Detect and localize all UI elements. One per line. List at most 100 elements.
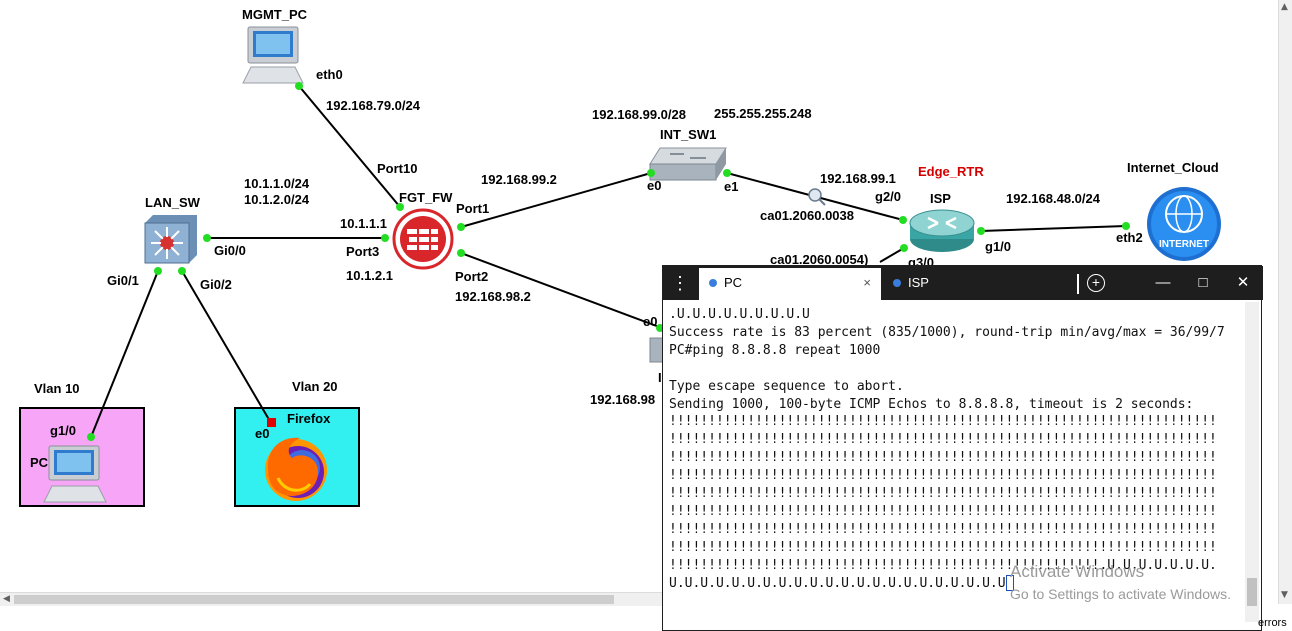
link-fw-intsw bbox=[460, 172, 652, 228]
terminal-line-text: U.U.U.U.U.U.U.U.U.U.U.U.U.U.U.U.U.U.U.U.… bbox=[669, 575, 1006, 591]
scroll-left-icon[interactable]: ◀ bbox=[3, 594, 10, 604]
firefox-icon[interactable] bbox=[265, 437, 327, 501]
terminal-line bbox=[669, 360, 1239, 378]
links bbox=[90, 85, 1127, 438]
minimize-button[interactable]: — bbox=[1155, 274, 1171, 291]
capture-label-2: ca01.2060.0054) bbox=[770, 252, 869, 267]
terminal-cursor bbox=[1005, 575, 1014, 592]
console-titlebar[interactable]: ⋮ PC × ISP + — □ ✕ bbox=[663, 266, 1263, 300]
terminal-line: !!!!!!!!!!!!!!!!!!!!!!!!!!!!!!!!!!!!!!!!… bbox=[669, 450, 1217, 466]
capture-label-1: ca01.2060.0038 bbox=[760, 208, 854, 223]
tab-pc[interactable]: PC × bbox=[699, 268, 881, 300]
activate-windows-subtitle: Go to Settings to activate Windows. bbox=[1010, 586, 1231, 602]
link-mgmt-fw bbox=[298, 85, 401, 208]
tab-separator bbox=[1077, 274, 1079, 294]
pc-icon[interactable] bbox=[43, 445, 107, 503]
link-isp-lower bbox=[879, 247, 905, 263]
canvas-vertical-scrollbar[interactable]: ▲ ▼ bbox=[1278, 0, 1292, 604]
zone-label-vlan20: Vlan 20 bbox=[292, 379, 338, 394]
activate-windows-title: Activate Windows bbox=[1010, 562, 1145, 581]
ip-label-10-1-1-1: 10.1.1.1 bbox=[340, 216, 387, 231]
tab-close-icon[interactable]: × bbox=[863, 275, 871, 290]
ip-label-99-1: 192.168.99.1 bbox=[820, 171, 896, 186]
iface-label-g1-0-pc: g1/0 bbox=[50, 423, 77, 438]
iface-label-e0-lower: e0 bbox=[643, 314, 658, 329]
node-label-lower-partial: I bbox=[658, 370, 662, 385]
lan-switch-icon[interactable] bbox=[144, 215, 197, 264]
iface-label-g1-0-isp: g1/0 bbox=[985, 239, 1012, 254]
iface-label-gi0-2: Gi0/2 bbox=[200, 277, 232, 292]
int-switch-icon[interactable] bbox=[649, 147, 727, 181]
terminal-line: !!!!!!!!!!!!!!!!!!!!!!!!!!!!!!!!!!!!!!!!… bbox=[669, 432, 1217, 448]
maximize-button[interactable]: □ bbox=[1198, 274, 1208, 291]
node-label-pc: PC bbox=[30, 455, 49, 470]
tab-status-dot-icon bbox=[893, 278, 901, 287]
terminal-line: !!!!!!!!!!!!!!!!!!!!!!!!!!!!!!!!!!!!!!!!… bbox=[669, 503, 1217, 519]
terminal-line: !!!!!!!!!!!!!!!!!!!!!!!!!!!!!!!!!!!!!!!!… bbox=[669, 414, 1217, 430]
terminal-line: PC#ping 8.8.8.8 repeat 1000 bbox=[669, 342, 881, 358]
interface-marker-red bbox=[267, 418, 276, 427]
internet-text: INTERNET bbox=[1159, 239, 1209, 250]
subnet-label-99: 192.168.99.0/28 bbox=[592, 107, 686, 122]
ip-label-10-1-2-1: 10.1.2.1 bbox=[346, 268, 393, 283]
router-icon[interactable] bbox=[909, 209, 975, 252]
canvas-bottom-strip bbox=[0, 606, 662, 631]
terminal-line: Type escape sequence to abort. bbox=[669, 378, 904, 394]
link-fw-lower bbox=[460, 252, 663, 329]
zone-label-vlan10: Vlan 10 bbox=[34, 381, 80, 396]
iface-label-eth0: eth0 bbox=[316, 67, 343, 82]
new-tab-plus-icon[interactable]: + bbox=[1087, 274, 1105, 292]
terminal-line: !!!!!!!!!!!!!!!!!!!!!!!!!!!!!!!!!!!!!!!!… bbox=[669, 557, 1217, 573]
scroll-up-icon[interactable]: ▲ bbox=[1281, 2, 1288, 12]
mask-label: 255.255.255.248 bbox=[714, 106, 812, 121]
terminal-line: !!!!!!!!!!!!!!!!!!!!!!!!!!!!!!!!!!!!!!!!… bbox=[669, 521, 1217, 537]
iface-label-port10: Port10 bbox=[377, 161, 418, 176]
node-label-mgmt-pc: MGMT_PC bbox=[242, 7, 307, 22]
link-dots bbox=[87, 82, 1130, 441]
ip-label-98-2: 192.168.98.2 bbox=[455, 289, 531, 304]
subnet-label-10-1-2: 10.1.2.0/24 bbox=[244, 192, 310, 207]
tab-pc-label: PC bbox=[724, 275, 743, 290]
tab-isp-label: ISP bbox=[908, 275, 929, 290]
terminal-scroll-thumb[interactable] bbox=[1247, 578, 1257, 606]
iface-label-gi0-0: Gi0/0 bbox=[214, 243, 246, 258]
link-isp-cloud bbox=[980, 225, 1127, 232]
mgmt-pc-icon[interactable] bbox=[242, 26, 304, 84]
node-label-isp: ISP bbox=[930, 191, 951, 206]
iface-label-g2-0: g2/0 bbox=[875, 189, 902, 204]
node-label-int-sw1: INT_SW1 bbox=[660, 127, 717, 142]
link-lansw-ff bbox=[181, 270, 272, 424]
iface-label-e1-sw: e1 bbox=[724, 179, 739, 194]
ip-label-98-partial: 192.168.98 bbox=[590, 392, 656, 407]
iface-label-port2: Port2 bbox=[455, 269, 489, 284]
iface-label-eth2: eth2 bbox=[1116, 230, 1143, 245]
close-window-button[interactable]: ✕ bbox=[1236, 274, 1250, 291]
tab-status-dot-icon bbox=[709, 278, 717, 287]
errors-status[interactable]: errors bbox=[1258, 617, 1287, 629]
subnet-label-48: 192.168.48.0/24 bbox=[1006, 191, 1100, 206]
iface-label-port3: Port3 bbox=[346, 244, 380, 259]
terminal-line: Success rate is 83 percent (835/1000), r… bbox=[669, 324, 1225, 340]
terminal-line: !!!!!!!!!!!!!!!!!!!!!!!!!!!!!!!!!!!!!!!!… bbox=[669, 486, 1217, 502]
kebab-icon[interactable]: ⋮ bbox=[671, 273, 689, 293]
tab-isp[interactable]: ISP bbox=[883, 268, 1073, 300]
node-label-fgt-fw: FGT_FW bbox=[399, 190, 453, 205]
terminal-line: Sending 1000, 100-byte ICMP Echos to 8.8… bbox=[669, 396, 1194, 412]
node-label-lan-sw: LAN_SW bbox=[145, 195, 200, 210]
terminal-line: !!!!!!!!!!!!!!!!!!!!!!!!!!!!!!!!!!!!!!!!… bbox=[669, 539, 1217, 555]
scroll-down-icon[interactable]: ▼ bbox=[1281, 590, 1288, 600]
iface-label-e0-sw: e0 bbox=[647, 178, 662, 193]
node-label-internet-cloud: Internet_Cloud bbox=[1127, 160, 1219, 175]
node-label-firefox: Firefox bbox=[287, 411, 331, 426]
link-lansw-pc bbox=[90, 270, 159, 438]
terminal-line: !!!!!!!!!!!!!!!!!!!!!!!!!!!!!!!!!!!!!!!!… bbox=[669, 468, 1217, 484]
firewall-icon[interactable] bbox=[392, 208, 454, 270]
terminal-scrollbar[interactable] bbox=[1245, 302, 1259, 622]
internet-cloud-icon[interactable]: INTERNET bbox=[1147, 187, 1221, 261]
canvas-horizontal-thumb[interactable] bbox=[14, 595, 614, 604]
canvas-horizontal-scrollbar[interactable]: ◀ bbox=[0, 592, 662, 607]
capture-magnifier-icon[interactable] bbox=[808, 188, 826, 206]
